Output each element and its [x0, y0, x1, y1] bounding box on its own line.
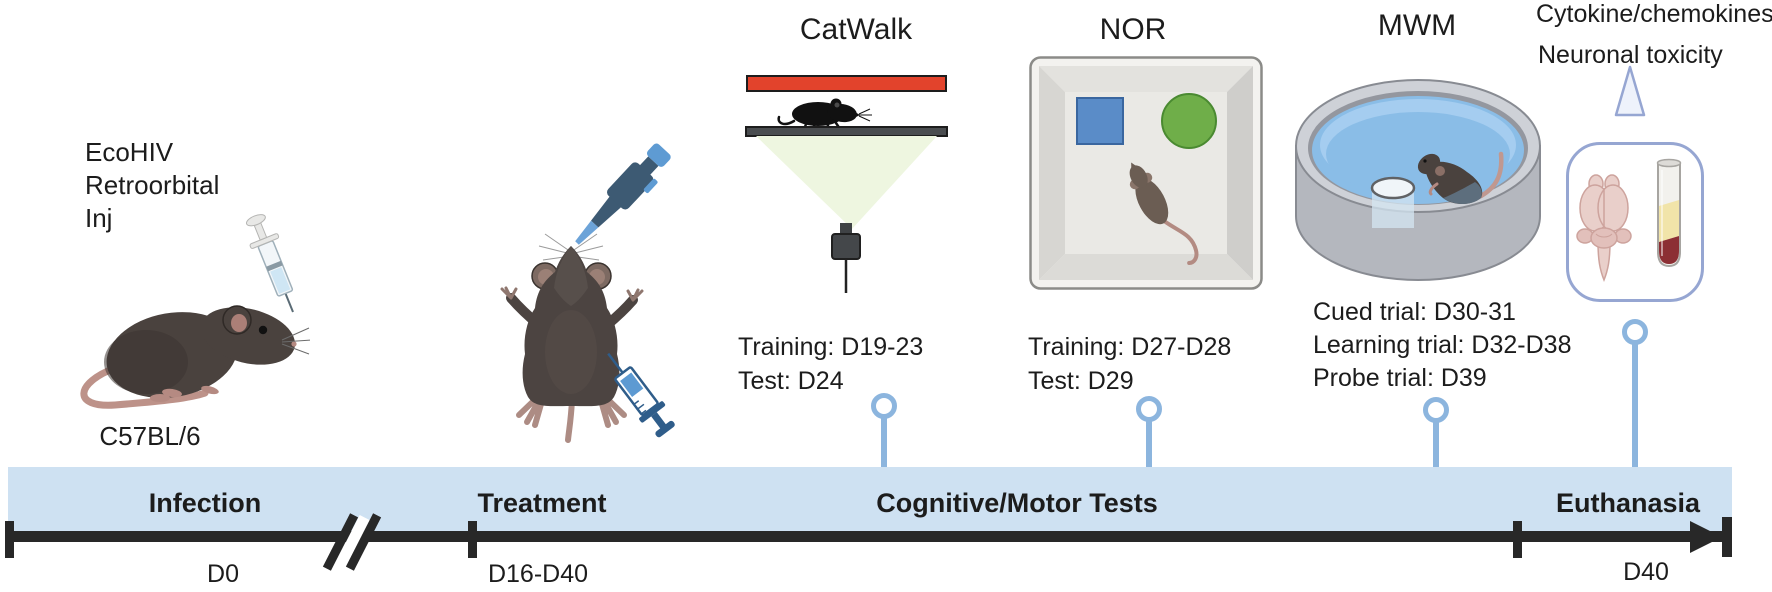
timeline-end-tick: [1722, 517, 1732, 557]
euthanasia-pin-stem-icon: [1632, 343, 1638, 467]
catwalk-camera-icon: [756, 136, 937, 293]
mouse-tail-icon: [80, 364, 209, 409]
hidden-platform-icon: [1370, 176, 1416, 200]
endpoint-analysis-line1: Cytokine/chemokines: [1536, 0, 1772, 28]
novel-object-square-icon: [1076, 97, 1124, 145]
injection-route-line3: Inj: [85, 203, 113, 233]
day-d16-d40-label: D16-D40: [487, 560, 589, 588]
mwm-learning-label: Learning trial: D32-D38: [1313, 331, 1572, 359]
syringe-icon: [245, 214, 294, 313]
blood-tube-icon: [1656, 158, 1682, 268]
nor-schedule: Training: D27-D28 Test: D29: [1028, 330, 1231, 398]
catwalk-pin-stem-icon: [881, 415, 887, 467]
euthanasia-start-tick: [1513, 521, 1522, 558]
day-d40-label: D40: [1623, 558, 1669, 586]
brain-icon: [1576, 174, 1632, 283]
pipette-icon: [575, 143, 671, 245]
mwm-pin-icon: [1423, 397, 1449, 423]
mwm-probe-label: Probe trial: D39: [1313, 364, 1487, 392]
open-field-box-icon: [1029, 56, 1263, 290]
euthanasia-pin-icon: [1622, 319, 1648, 345]
funnel-icon: [1614, 65, 1646, 117]
swimming-mouse-icon: [1417, 151, 1504, 204]
catwalk-training-label: Training: D19-23: [738, 333, 924, 361]
timeline-axis: [8, 531, 1724, 542]
mwm-schedule: Cued trial: D30-31 Learning trial: D32-D…: [1313, 296, 1571, 395]
camera-light-cone-icon: [756, 136, 937, 229]
timeline-band: [8, 467, 1732, 532]
mouse-strain-label: C57BL/6: [99, 421, 201, 451]
timeline-start-tick: [5, 521, 14, 558]
nor-training-label: Training: D27-D28: [1028, 333, 1232, 361]
catwalk-pin-icon: [871, 393, 897, 419]
catwalk-schedule: Training: D19-23 Test: D24: [738, 330, 923, 398]
treatment-syringe-icon: [607, 352, 675, 438]
mouse-eye-icon: [258, 325, 268, 335]
nor-pin-icon: [1136, 396, 1162, 422]
catwalk-ceiling-bar-icon: [746, 75, 947, 92]
endpoint-analysis-line2: Neuronal toxicity: [1538, 41, 1723, 69]
phase-cognitive-label: Cognitive/Motor Tests: [876, 488, 1158, 518]
treatment-mouse-icon: [500, 143, 675, 443]
injection-route-line2: Retroorbital: [85, 170, 220, 200]
novel-object-circle-icon: [1161, 93, 1217, 149]
infection-mouse-syringe-icon: [80, 214, 310, 409]
catwalk-test-label: Test: D24: [738, 367, 844, 395]
mwm-cued-label: Cued trial: D30-31: [1313, 298, 1516, 326]
water-maze-pool-icon: [1295, 79, 1541, 281]
nor-pin-stem-icon: [1146, 418, 1152, 467]
day-d0-label: D0: [207, 560, 239, 588]
mwm-pin-stem-icon: [1433, 419, 1439, 467]
nor-title: NOR: [1099, 13, 1167, 46]
mwm-title: MWM: [1377, 9, 1457, 42]
treatment-start-tick: [468, 521, 477, 558]
catwalk-title: CatWalk: [799, 13, 913, 46]
mouse-whiskers-icon: [538, 233, 604, 261]
timeline-arrowhead-icon: [1690, 521, 1722, 553]
openfield-mouse-icon: [1129, 162, 1199, 265]
injection-route-line1: EcoHIV: [85, 137, 174, 167]
nor-test-label: Test: D29: [1028, 367, 1134, 395]
phase-treatment-label: Treatment: [477, 488, 607, 518]
mouse-whiskers-icon: [281, 327, 310, 355]
phase-euthanasia-label: Euthanasia: [1555, 488, 1701, 518]
phase-infection-label: Infection: [148, 488, 262, 518]
injection-route-label: EcoHIV Retroorbital Inj: [85, 136, 219, 235]
